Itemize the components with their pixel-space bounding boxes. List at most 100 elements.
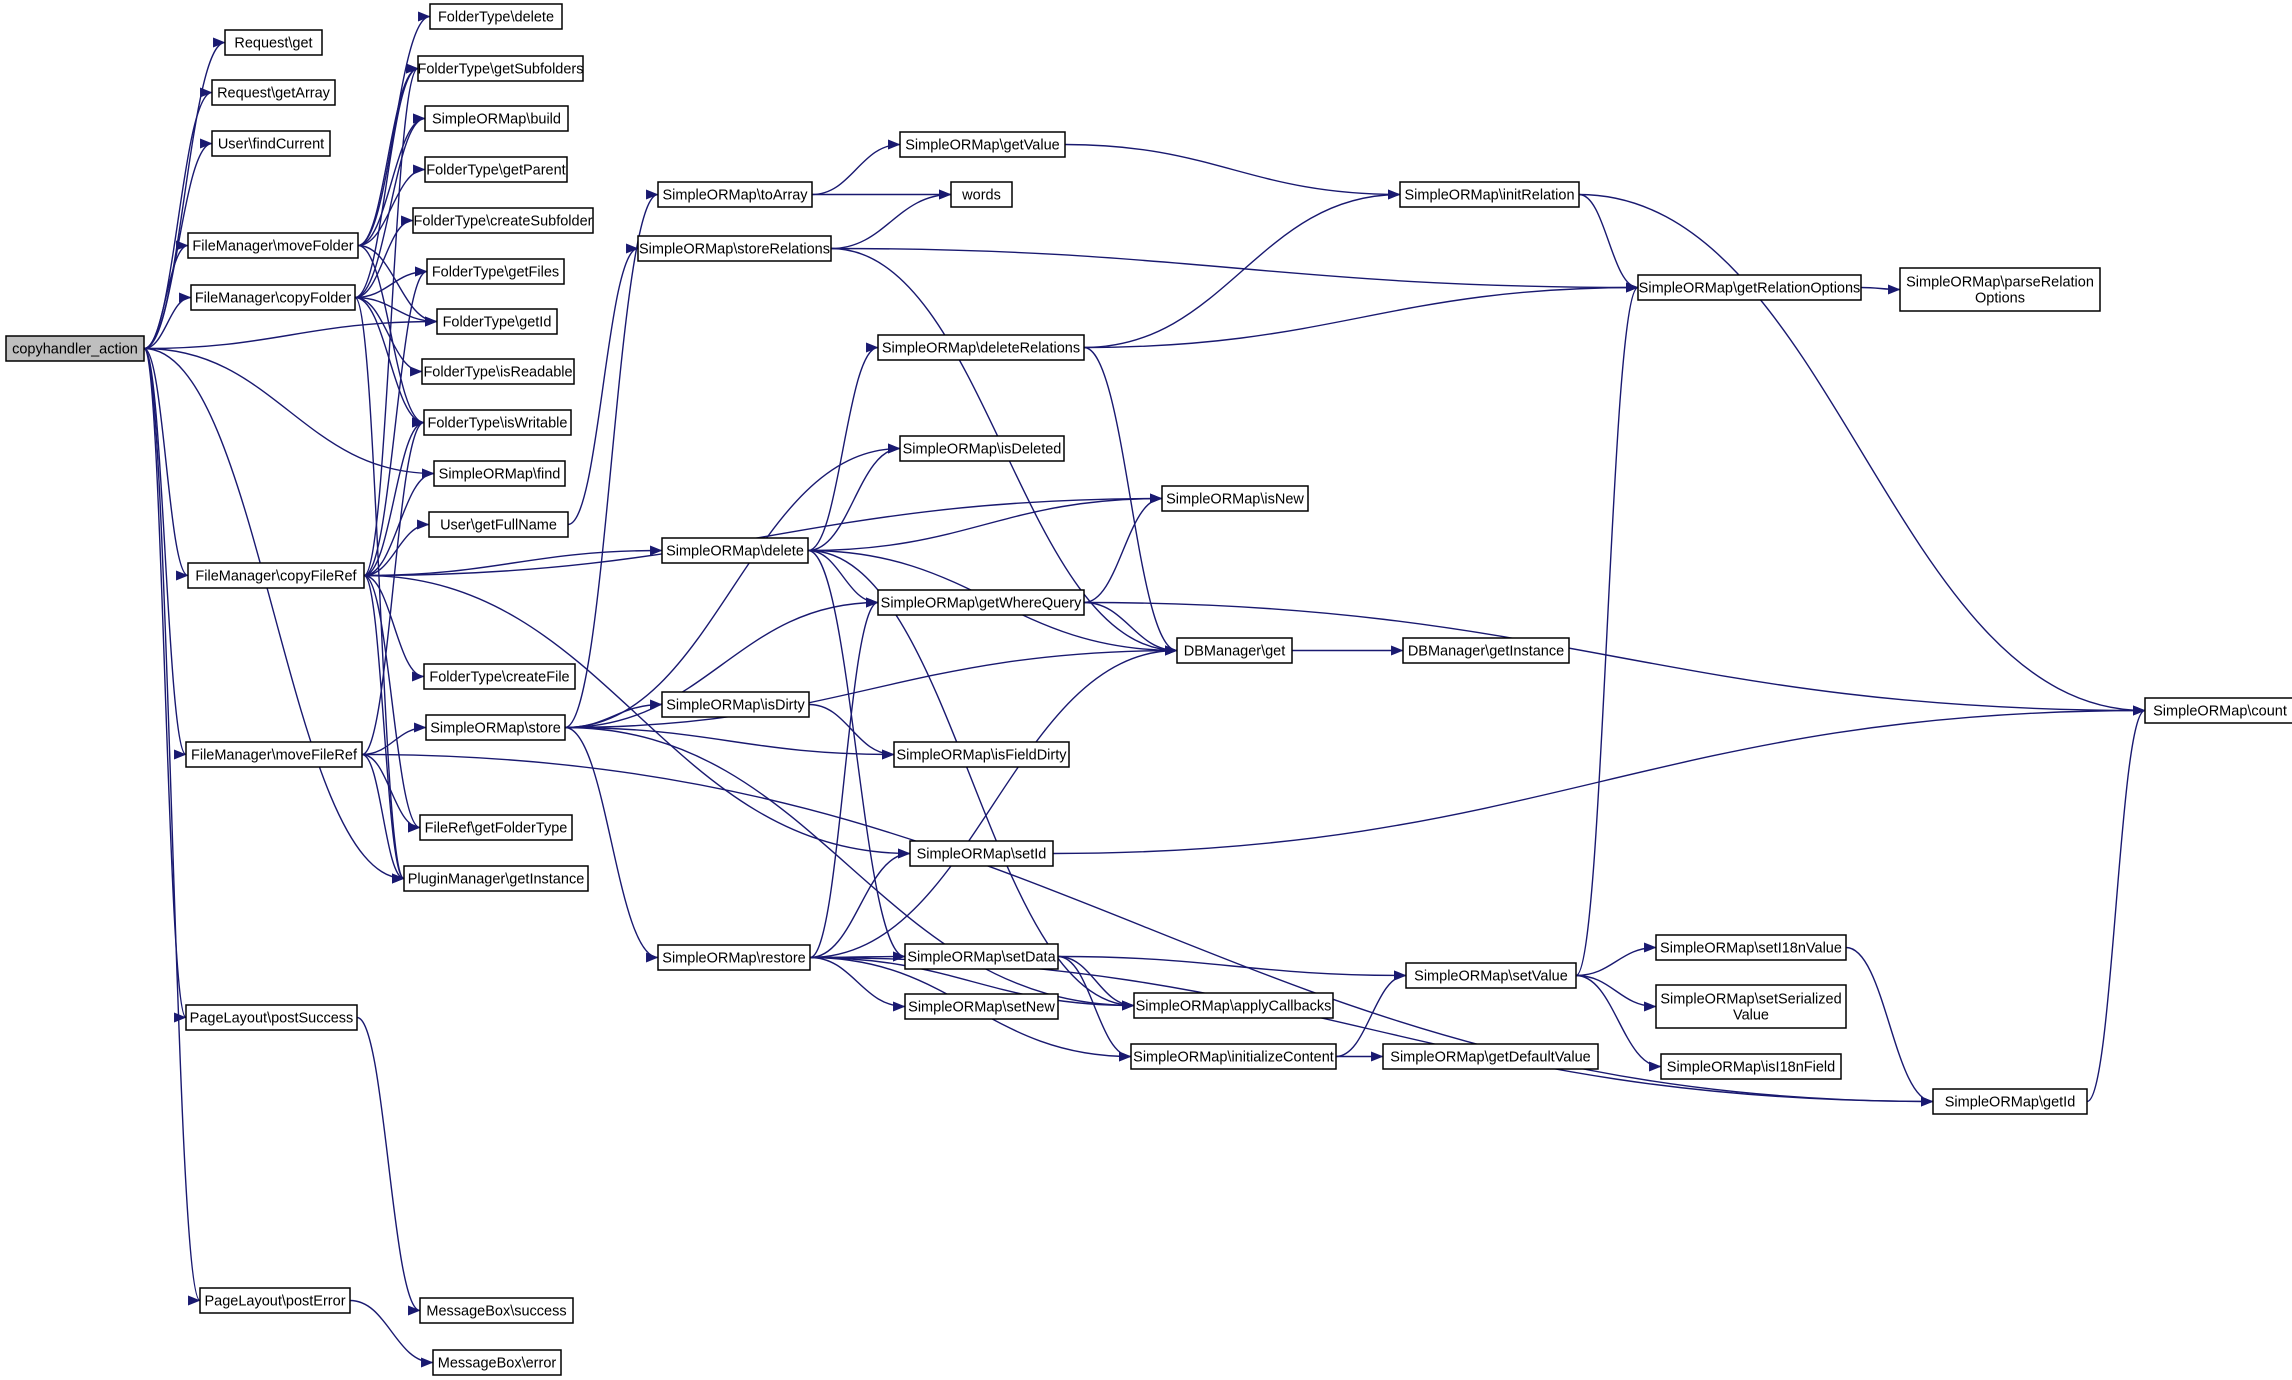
node-ft_isReadable[interactable]: FolderType\isReadable: [421, 358, 575, 385]
node-orm_getId[interactable]: SimpleORMap\getId: [1932, 1088, 2088, 1115]
node-label: SimpleORMap\getRelationOptions: [1639, 281, 1861, 297]
node-user_findCurrent[interactable]: User\findCurrent: [211, 130, 331, 157]
node-orm_restore[interactable]: SimpleORMap\restore: [657, 944, 811, 971]
node-orm_store[interactable]: SimpleORMap\store: [425, 714, 566, 741]
edge-orm_initRelation-to-orm_getRelationOptions: [1578, 193, 1639, 293]
node-box: [904, 993, 1059, 1020]
edge-pl_postSuccess-to-mb_success: [356, 1016, 421, 1316]
node-req_getArray[interactable]: Request\getArray: [211, 79, 336, 106]
edge-fm_copyFileRef-to-ft_isWritable: [363, 417, 425, 577]
node-orm_initRelation[interactable]: SimpleORMap\initRelation: [1399, 181, 1580, 208]
node-box: [211, 79, 336, 106]
node-orm_setData[interactable]: SimpleORMap\setData: [904, 943, 1059, 970]
node-orm_isDirty[interactable]: SimpleORMap\isDirty: [661, 691, 810, 718]
node-label: SimpleORMap\setData: [907, 950, 1056, 966]
node-orm_getValue[interactable]: SimpleORMap\getValue: [899, 131, 1066, 158]
node-orm_isFieldDirty[interactable]: SimpleORMap\isFieldDirty: [893, 741, 1070, 768]
node-box: [424, 156, 568, 183]
node-ft_getId[interactable]: FolderType\getId: [436, 308, 558, 335]
node-orm_setNew[interactable]: SimpleORMap\setNew: [904, 993, 1059, 1020]
edge-user_getFullName-to-orm_storeRelations: [567, 243, 639, 526]
edge-orm_store-to-orm_restore: [564, 726, 659, 963]
edge-orm_getRelationOptions-to-orm_parseRelationOptions: [1860, 284, 1901, 295]
node-fm_copyFolder[interactable]: FileManager\copyFolder: [190, 284, 356, 311]
node-label: SimpleORMap\initializeContent: [1133, 1050, 1334, 1066]
node-orm_toArray[interactable]: SimpleORMap\toArray: [657, 181, 813, 208]
edge-orm_setI18nValue-to-orm_getId: [1845, 946, 1934, 1107]
node-ft_getSubfolders[interactable]: FolderType\getSubfolders: [417, 55, 584, 82]
call-nodes: copyhandler_action Request\getRequest\get…: [5, 3, 2292, 1376]
node-box: [423, 663, 576, 690]
node-label: MessageBox\error: [438, 1356, 557, 1372]
node-orm_count[interactable]: SimpleORMap\count: [2144, 697, 2292, 724]
node-words[interactable]: words: [950, 181, 1013, 208]
node-orm_setI18nValue[interactable]: SimpleORMap\setI18nValue: [1655, 934, 1847, 961]
edge-orm_deleteRelations-to-orm_initRelation: [1083, 189, 1401, 349]
node-ft_createSubfolder[interactable]: FolderType\createSubfolder: [412, 207, 594, 234]
node-orm_deleteRelations[interactable]: SimpleORMap\deleteRelations: [877, 334, 1085, 361]
node-fm_moveFileRef[interactable]: FileManager\moveFileRef: [185, 741, 363, 768]
edge-fm_copyFileRef-to-ft_createFile: [363, 574, 425, 682]
edge-orm_delete-to-orm_isNew: [807, 493, 1163, 552]
node-ft_isWritable[interactable]: FolderType\isWritable: [423, 409, 572, 436]
node-user_getFullName[interactable]: User\getFullName: [428, 511, 569, 538]
node-ft_createFile[interactable]: FolderType\createFile: [423, 663, 576, 690]
node-orm_isNew[interactable]: SimpleORMap\isNew: [1161, 485, 1309, 512]
edge-orm_setData-to-orm_setValue: [1057, 955, 1407, 981]
node-orm_initializeContent[interactable]: SimpleORMap\initializeContent: [1130, 1043, 1337, 1070]
node-orm_getDefaultValue[interactable]: SimpleORMap\getDefaultValue: [1382, 1043, 1599, 1070]
node-orm_setId[interactable]: SimpleORMap\setId: [909, 840, 1054, 867]
node-label: SimpleORMap\restore: [662, 951, 805, 967]
node-box: [419, 814, 573, 841]
node-label: PageLayout\postError: [204, 1294, 345, 1310]
node-label: Options: [1975, 291, 2025, 307]
node-ft_getFiles[interactable]: FolderType\getFiles: [426, 258, 565, 285]
node-orm_build[interactable]: SimpleORMap\build: [424, 105, 569, 132]
edge-orm_getWhereQuery-to-db_get: [1083, 601, 1178, 656]
node-orm_setValue[interactable]: SimpleORMap\setValue: [1405, 962, 1577, 989]
node-ft_delete[interactable]: FolderType\delete: [429, 3, 563, 30]
node-fr_getFolderType[interactable]: FileRef\getFolderType: [419, 814, 573, 841]
node-box: [187, 562, 365, 589]
node-label: SimpleORMap\getValue: [905, 138, 1059, 154]
node-req_get[interactable]: Request\get: [224, 29, 323, 56]
node-label: SimpleORMap\setNew: [908, 1000, 1055, 1016]
edge-fm_copyFolder-to-ft_createSubfolder: [354, 215, 414, 299]
node-box: [185, 1004, 358, 1031]
node-pl_postError[interactable]: PageLayout\postError: [199, 1287, 351, 1314]
node-mb_error[interactable]: MessageBox\error: [432, 1349, 562, 1376]
node-orm_isI18nField[interactable]: SimpleORMap\isI18nField: [1660, 1053, 1842, 1080]
edge-fm_copyFolder-to-ft_isWritable: [354, 296, 425, 428]
node-orm_storeRelations[interactable]: SimpleORMap\storeRelations: [637, 235, 832, 262]
node-ft_getParent[interactable]: FolderType\getParent: [424, 156, 568, 183]
node-label: FolderType\createSubfolder: [414, 214, 593, 230]
node-label: SimpleORMap\count: [2153, 704, 2287, 720]
node-orm_isDeleted[interactable]: SimpleORMap\isDeleted: [899, 435, 1065, 462]
node-orm_delete[interactable]: SimpleORMap\delete: [661, 537, 809, 564]
edge-fm_moveFolder-to-ft_isWritable: [357, 244, 425, 428]
node-root[interactable]: copyhandler_action: [5, 335, 145, 362]
node-label: FolderType\getSubfolders: [417, 62, 583, 78]
node-fm_moveFolder[interactable]: FileManager\moveFolder: [187, 232, 359, 259]
node-box: [433, 460, 566, 487]
node-db_get[interactable]: DBManager\get: [1176, 637, 1293, 664]
node-box: [428, 511, 569, 538]
node-db_getInstance[interactable]: DBManager\getInstance: [1402, 637, 1570, 664]
node-box: [1130, 1043, 1337, 1070]
node-orm_applyCallbacks[interactable]: SimpleORMap\applyCallbacks: [1133, 992, 1334, 1019]
node-orm_getRelationOptions[interactable]: SimpleORMap\getRelationOptions: [1637, 274, 1862, 301]
edge-orm_setValue-to-orm_setSerializedValue: [1575, 974, 1657, 1012]
node-pm_getInstance[interactable]: PluginManager\getInstance: [403, 865, 589, 892]
node-box: [1637, 274, 1862, 301]
node-orm_getWhereQuery[interactable]: SimpleORMap\getWhereQuery: [877, 589, 1085, 616]
node-fm_copyFileRef[interactable]: FileManager\copyFileRef: [187, 562, 365, 589]
node-label: SimpleORMap\build: [432, 112, 561, 128]
node-mb_success[interactable]: MessageBox\success: [419, 1297, 574, 1324]
node-orm_find[interactable]: SimpleORMap\find: [433, 460, 566, 487]
node-label: FileManager\copyFileRef: [195, 569, 357, 585]
node-label: words: [961, 188, 1001, 204]
node-pl_postSuccess[interactable]: PageLayout\postSuccess: [185, 1004, 358, 1031]
edge-orm_storeRelations-to-orm_getRelationOptions: [830, 247, 1639, 293]
